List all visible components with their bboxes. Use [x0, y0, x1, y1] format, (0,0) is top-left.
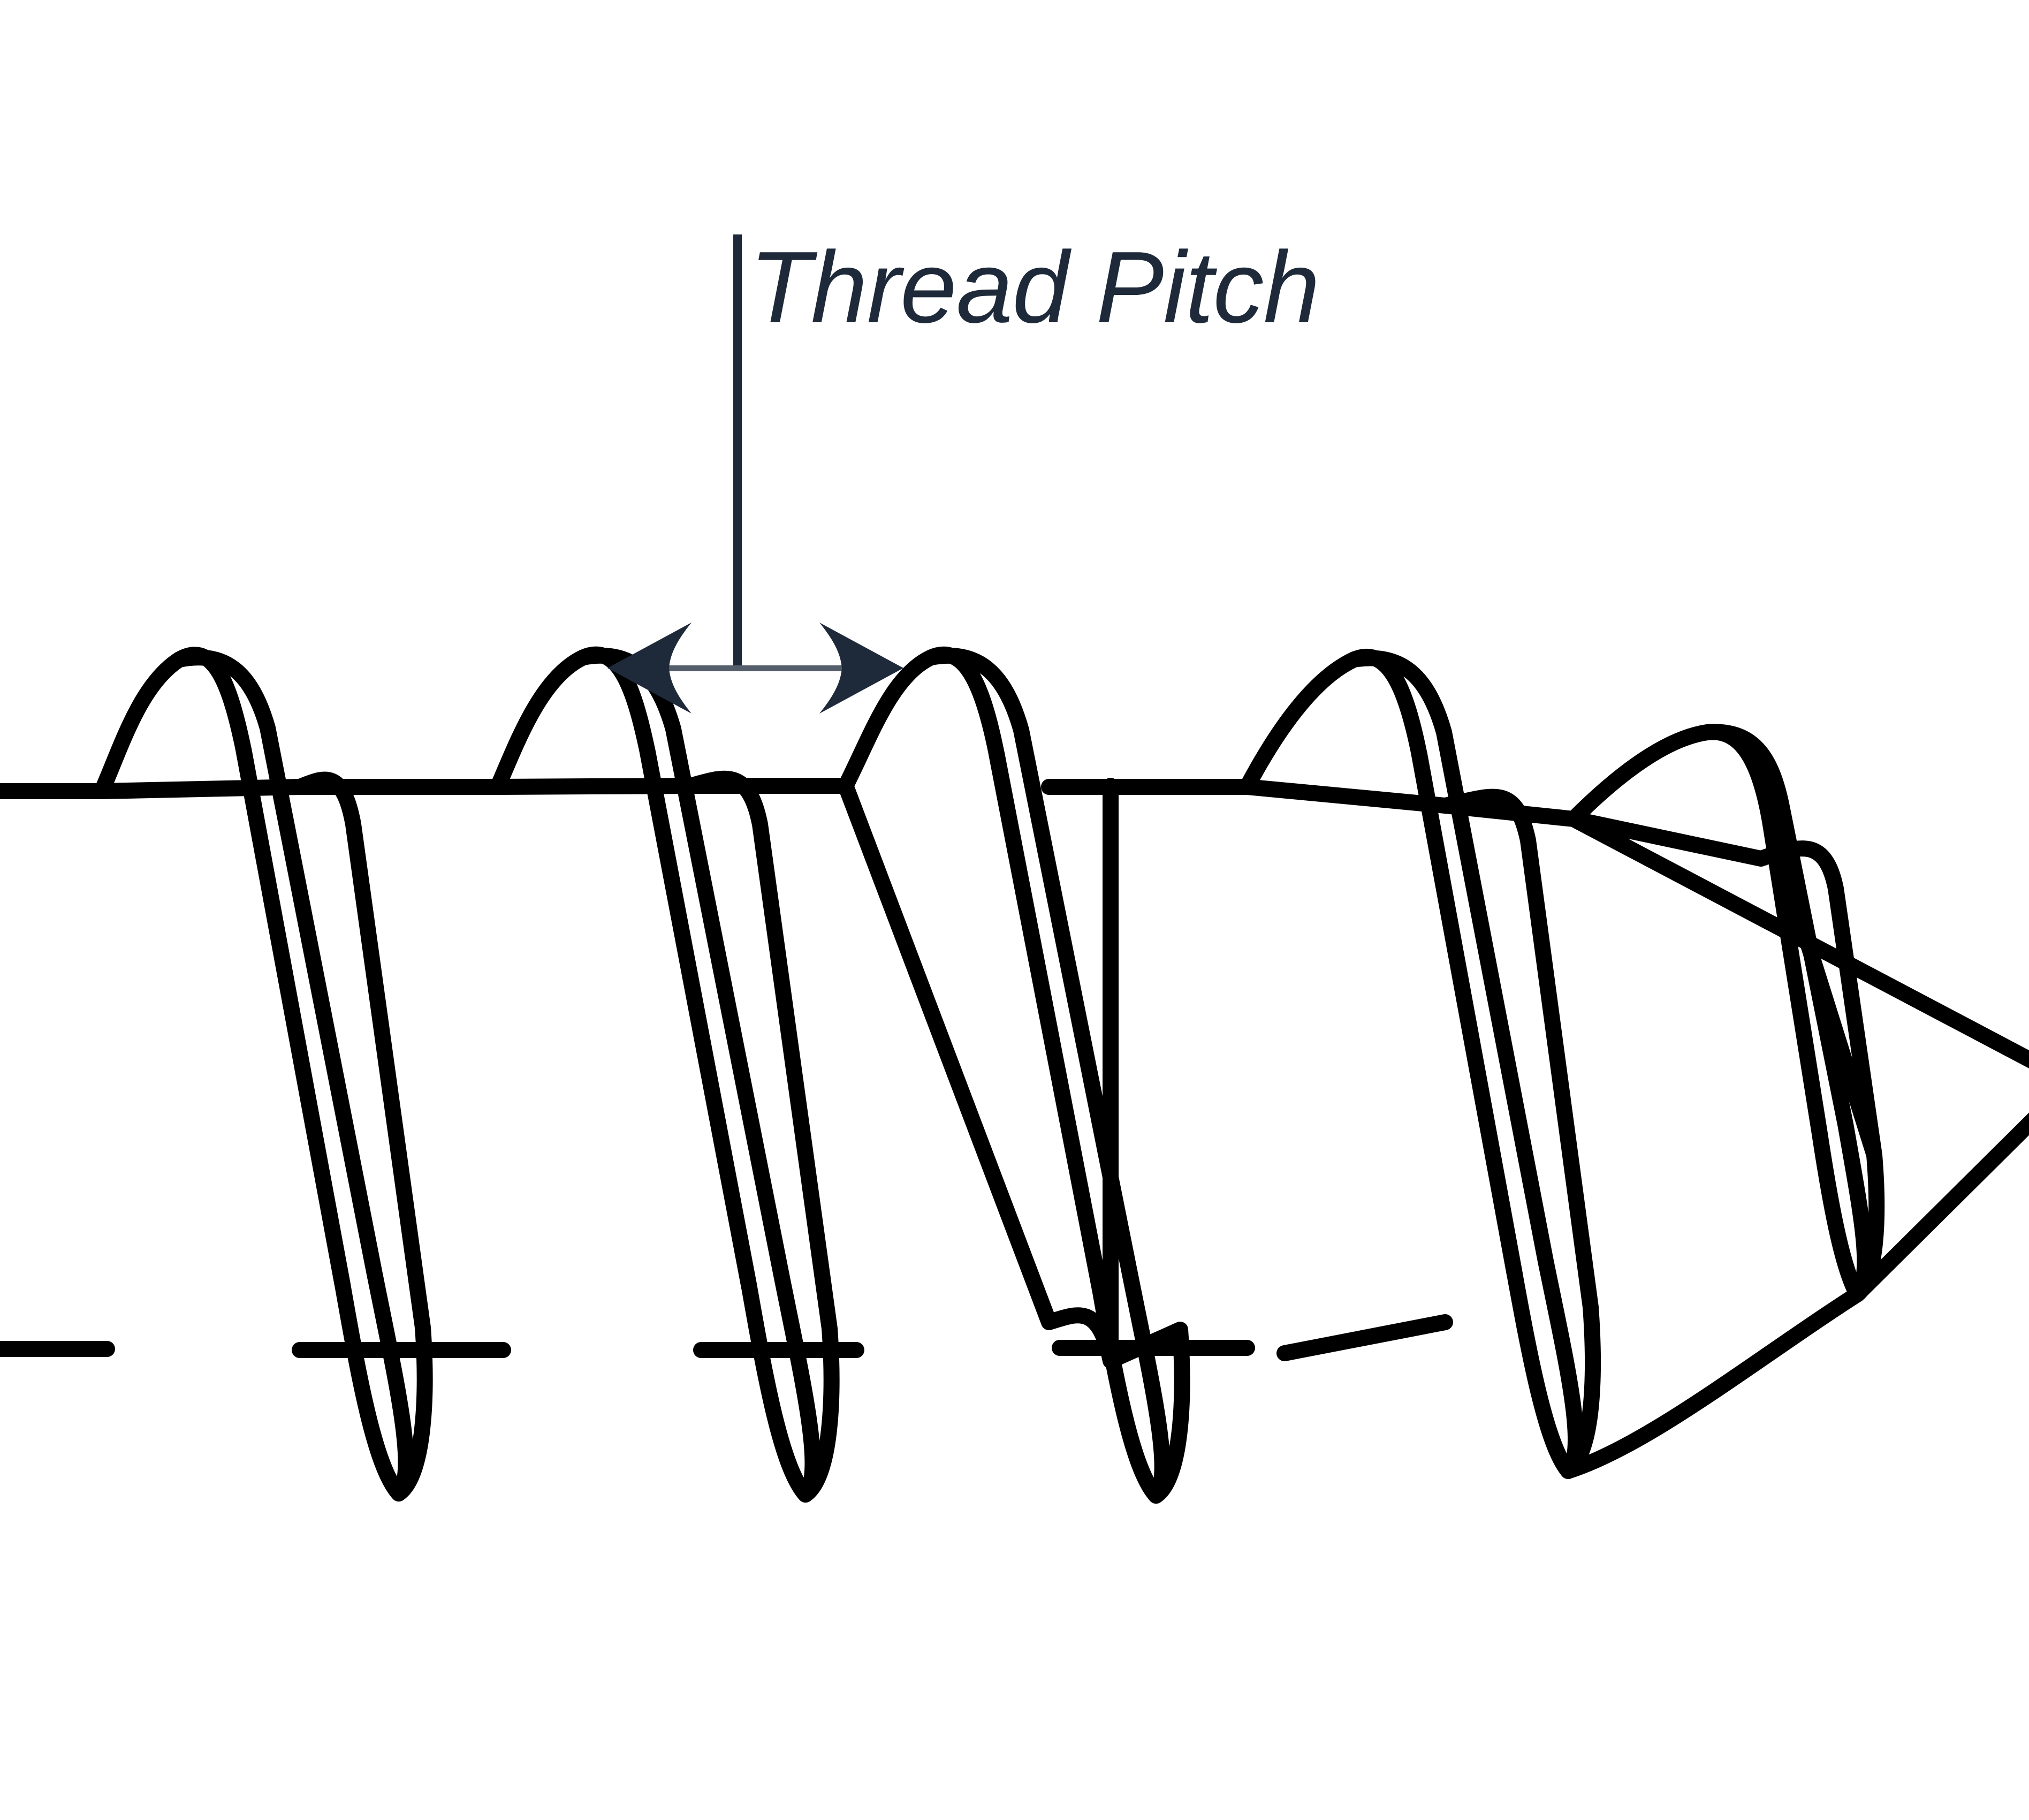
- thread-flight-5-front: [1566, 724, 1885, 1302]
- thread-flight-3-back: [923, 647, 1171, 1504]
- dimension-arrow-head-right: [819, 623, 903, 714]
- thread-flight-1-front: [94, 647, 433, 1502]
- thread-flight-4-front: [1239, 649, 1601, 1479]
- thread-flight-2-edge: [640, 744, 757, 1295]
- dimension-arrow-head-left: [607, 623, 691, 714]
- root-line-bot-4: [1276, 1314, 1453, 1361]
- thread-flight-1-edge: [235, 741, 351, 1293]
- thread-flight-3-edge: [989, 746, 1108, 1297]
- leader-line: [733, 234, 742, 669]
- screw-tip-inner-facet: [1762, 816, 1882, 1163]
- thread-flight-4-back: [1346, 650, 1584, 1479]
- thread-flight-5-back: [1699, 724, 1873, 1302]
- thread-flight-1-back: [171, 649, 414, 1502]
- thread-flight-4-edge: [1411, 747, 1523, 1282]
- screw-tip-lower-edge: [1849, 1112, 2029, 1302]
- thread-flight-2-front: [490, 646, 840, 1503]
- screw-tip-taper-line: [1560, 1286, 1865, 1479]
- thread-pitch-label: Thread Pitch: [749, 231, 1320, 344]
- dimension-arrow-shaft: [624, 665, 888, 671]
